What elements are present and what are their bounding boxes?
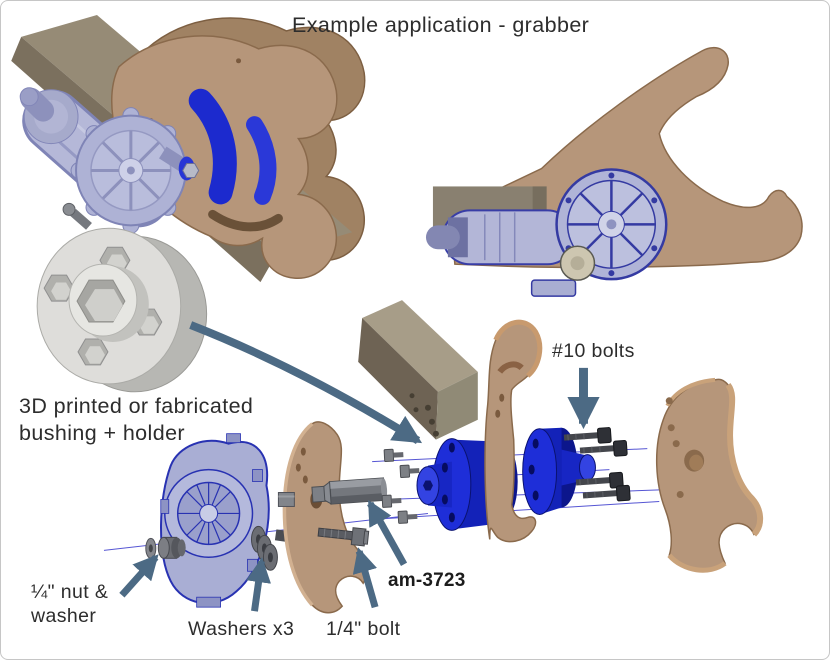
callout-arrows (119, 321, 600, 612)
arrow-nut-washer (119, 554, 159, 598)
blue-hub-2 (522, 427, 596, 515)
motor-iso (19, 87, 200, 234)
hex-adapter (277, 492, 295, 507)
standoff-am3723 (311, 477, 388, 505)
quarter-bolt (317, 527, 370, 547)
hex-bore (76, 279, 126, 323)
arrow-bushing (189, 321, 423, 445)
grabber-assembled-iso (11, 14, 366, 283)
num10-bolts (563, 427, 631, 502)
page-title: Example application - grabber (292, 13, 590, 37)
gearbox-side (555, 168, 668, 281)
washers-callout: Washers x3 (188, 618, 295, 640)
claw-plate-2 (484, 319, 543, 543)
part-number-callout: am-3723 (388, 570, 466, 591)
beam-exploded (358, 300, 478, 440)
arrow-am3723 (367, 499, 408, 566)
grabber-assembled-side (425, 46, 803, 297)
claw-plate-1 (282, 421, 368, 614)
bushing-callout: 3D printed or fabricated bushing + holde… (19, 393, 253, 447)
motor-side (425, 168, 668, 297)
motor-back-exploded (160, 433, 270, 608)
nut-washer-callout: ¼" nut & washer (31, 580, 108, 628)
gearbox-iso (70, 107, 192, 234)
claw-plate-3 (656, 377, 764, 573)
bushing-callout-line2: bushing + holder (19, 421, 185, 445)
exploded-assembly (103, 300, 764, 614)
quarter-nut-washer (145, 536, 186, 559)
arrow-quarter-bolt (352, 547, 379, 609)
nut-washer-callout-line2: washer (31, 605, 97, 627)
quarter-bolt-callout: 1/4" bolt (326, 618, 401, 640)
num10-bolts-callout: #10 bolts (552, 340, 635, 362)
arrow-washers (246, 557, 272, 612)
bushing-holder-detail (36, 227, 208, 393)
bushing-callout-line1: 3D printed or fabricated (19, 394, 254, 418)
nut-washer-callout-line1: ¼" nut & (31, 581, 109, 603)
